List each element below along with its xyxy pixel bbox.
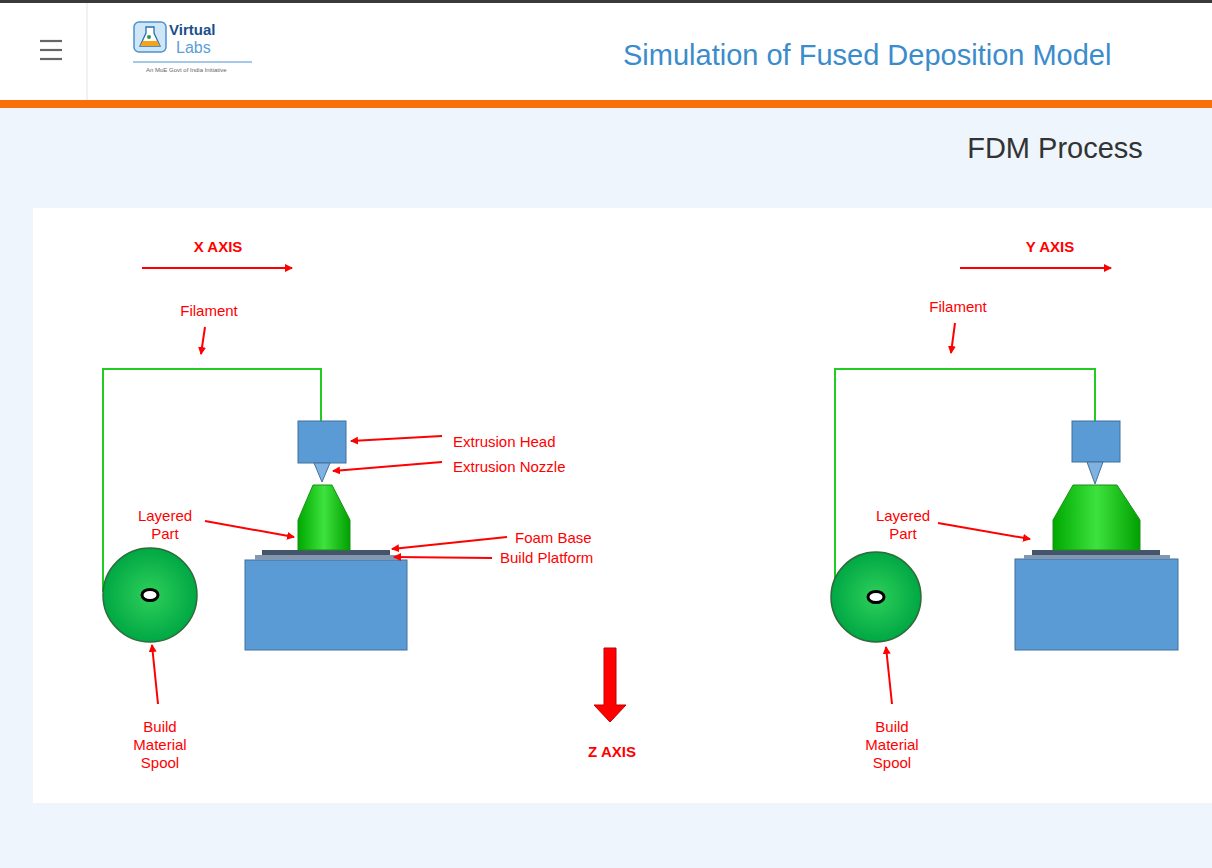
leader-lines (152, 327, 507, 704)
orange-rule (0, 100, 1212, 108)
logo-icon (133, 22, 252, 62)
layered-part (1053, 485, 1140, 550)
extrusion-head (1072, 421, 1120, 462)
y-axis-arrow (960, 268, 1111, 269)
separator (87, 3, 88, 100)
extrusion-head (298, 421, 346, 463)
part-label: Foam Base (515, 529, 592, 547)
build-platform-block (245, 560, 407, 650)
header-bar (0, 0, 1212, 100)
part-label: Layered Part (134, 507, 196, 543)
section-heading: FDM Process (967, 131, 1143, 166)
part-label: Build Platform (500, 549, 593, 567)
foam-base (262, 550, 390, 555)
x-axis-arrow (142, 268, 292, 269)
build-platform-plate (255, 555, 400, 560)
axis-label: Y AXIS (1026, 238, 1074, 256)
part-label: Filament (180, 302, 238, 320)
extrusion-nozzle (1087, 462, 1103, 484)
part-label: Filament (929, 298, 987, 316)
spool (831, 552, 921, 642)
spool (103, 548, 197, 642)
layered-part (298, 485, 350, 550)
part-label: Build Material Spool (856, 718, 928, 772)
hamburger-icon (40, 41, 62, 59)
diagram-panel (33, 208, 1212, 803)
build-platform-plate (1024, 555, 1170, 559)
part-label: Layered Part (872, 507, 934, 543)
part-label: Extrusion Nozzle (453, 458, 566, 476)
extrusion-nozzle (314, 463, 330, 482)
build-platform-block (1015, 559, 1178, 650)
axis-label: X AXIS (194, 238, 243, 256)
z-axis-arrow (594, 648, 626, 722)
foam-base (1032, 550, 1160, 555)
logo-tagline: An MoE Govt of India Initiative (146, 67, 227, 74)
logo-word: Labs (176, 38, 211, 57)
page-title: Simulation of Fused Deposition Model (623, 38, 1111, 73)
top-edge (0, 0, 1212, 3)
axis-label: Z AXIS (588, 743, 636, 761)
logo-word: Virtual (169, 21, 215, 39)
part-label: Extrusion Head (453, 433, 556, 451)
part-label: Build Material Spool (124, 718, 196, 772)
